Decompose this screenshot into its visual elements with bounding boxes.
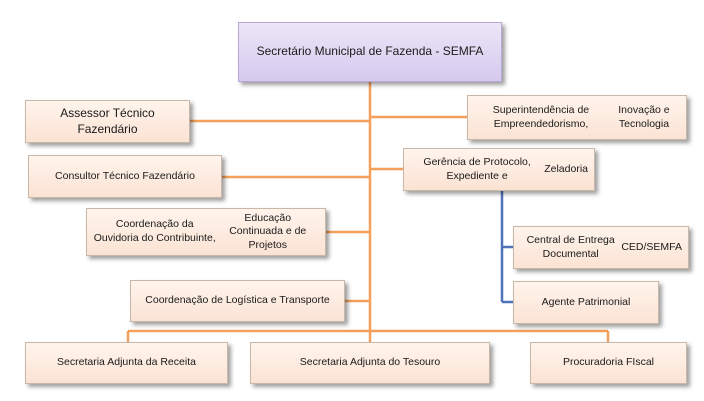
node-label-line: Procuradoria FIscal [562,356,655,369]
node-label-line: Secretário Municipal de Fazenda - SEMFA [256,44,484,59]
node-ouvidoria: Coordenação da Ouvidoria do Contribuinte… [86,208,326,256]
node-label-line: Inovação e Tecnologia [618,103,670,130]
node-procuradoria: Procuradoria FIscal [530,342,687,384]
node-label-line: Superintendência de Empreendedorismo, [492,103,590,130]
connector-lines [126,82,610,342]
node-label-line: Educação Continuada e de Projetos [229,211,307,251]
node-consultor: Consultor Técnico Fazendário [28,155,222,198]
node-label-line: Secretaria Adjunta do Tesouro [299,356,441,369]
node-label-line: CED/SEMFA [621,240,682,253]
node-semfa: Secretário Municipal de Fazenda - SEMFA [238,22,502,82]
node-superintendencia: Superintendência de Empreendedorismo, Ino… [467,95,687,140]
node-agente: Agente Patrimonial [513,281,659,324]
node-assessor: Assessor Técnico Fazendário [25,100,190,143]
node-label-line: Secretaria Adjunta da Receita [57,356,196,369]
node-receita: Secretaria Adjunta da Receita [25,342,228,384]
node-label-line: Assessor Técnico Fazendário [60,105,155,136]
node-label-line: Gerência de Protocolo, Expediente e [423,155,531,182]
node-label-line: Coordenação de Logística e Transporte [145,294,330,307]
node-label-line: Agente Patrimonial [541,295,631,308]
node-label-line: Consultor Técnico Fazendário [55,169,195,182]
node-logistica: Coordenação de Logística e Transporte [130,280,345,322]
node-central: Central de Entrega Documental CED/SEMFA [513,226,689,269]
node-label-line: Zeladoria [544,162,588,175]
node-label-line: Coordenação da Ouvidoria do Contribuinte… [93,218,216,244]
node-tesouro: Secretaria Adjunta do Tesouro [250,342,490,384]
node-label-line: Central de Entrega Documental [526,233,615,260]
node-gerencia: Gerência de Protocolo, Expediente e Zelad… [403,148,595,191]
